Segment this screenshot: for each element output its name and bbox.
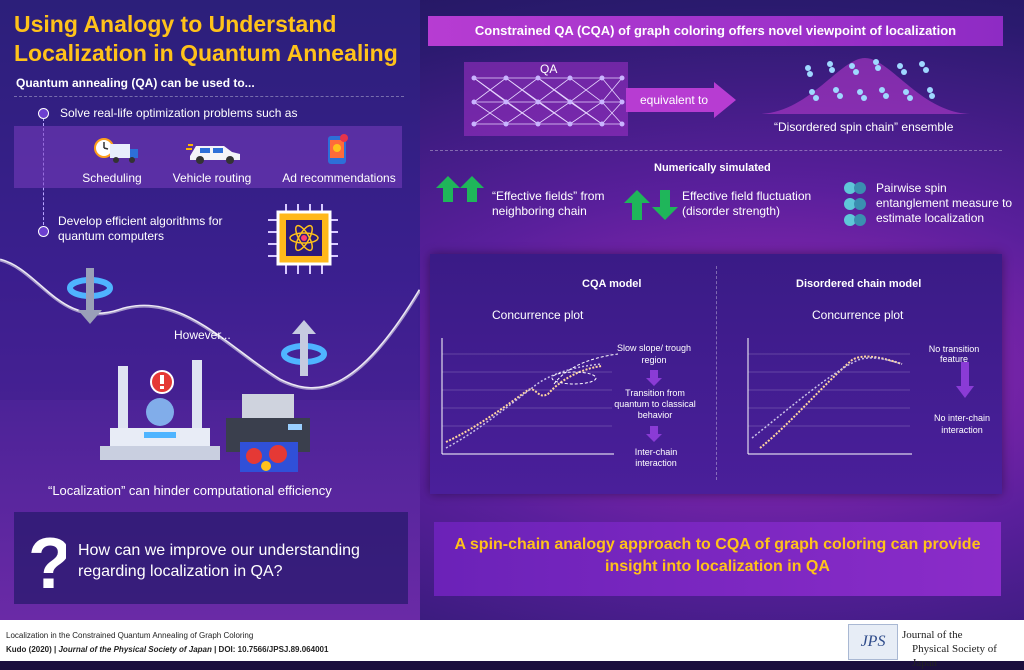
printer-icon	[226, 394, 310, 472]
intro-text: Quantum annealing (QA) can be used to...	[16, 76, 255, 90]
car-icon	[186, 144, 240, 164]
cqa-title: CQA model	[582, 278, 642, 290]
footer-journal: Journal of the Physical Society of Japan	[58, 645, 212, 654]
main-title: Using Analogy to Understand Localization…	[14, 11, 398, 66]
down-arrow-icon	[646, 426, 662, 442]
down-arrow-icon	[956, 362, 974, 398]
quantum-chip-icon	[268, 204, 338, 274]
svg-text:?: ?	[28, 524, 66, 594]
point1-text: Solve real-life optimization problems su…	[60, 106, 298, 120]
panel-divider	[716, 266, 717, 480]
disordered-note2: No inter-chain interaction	[933, 413, 991, 435]
question-text: How can we improve our understanding reg…	[78, 542, 360, 580]
point2-text: Develop efficient algorithms for quantum…	[58, 214, 223, 243]
footer-doi: | DOI: 10.7566/JPSJ.89.064001	[214, 645, 329, 654]
header-bar: Constrained QA (CQA) of graph coloring o…	[428, 16, 1003, 46]
qa-label: QA	[540, 62, 558, 76]
disordered-concurrence-plot	[747, 338, 912, 455]
conclusion-box: A spin-chain analogy approach to CQA of …	[434, 522, 1001, 596]
energy-landscape-curve	[0, 258, 420, 400]
feature1-text: “Effective fields” from neighboring chai…	[492, 189, 605, 218]
app-label-ad-recommendations: Ad recommendations	[282, 171, 396, 185]
cqa-concurrence-plot	[441, 338, 614, 455]
effective-fields-arrows-icon	[436, 176, 484, 202]
spin-up-icon	[281, 320, 327, 376]
however-text: However...	[174, 328, 231, 342]
spin-chain-ensemble	[760, 58, 970, 114]
truck-clock-icon	[94, 138, 138, 163]
journal-name-line1: Journal of the	[902, 629, 963, 641]
jps-logo-text: JPS	[860, 633, 886, 650]
field-fluctuation-arrows-icon	[624, 190, 678, 220]
question-mark-icon: ?	[28, 524, 66, 594]
phone-ad-icon	[328, 134, 348, 164]
bullet-icon	[38, 108, 49, 119]
equivalent-text: equivalent to	[640, 93, 709, 107]
footer-citation: Kudo (2020) | Journal of the Physical So…	[6, 645, 328, 654]
journal-name: Journal of the Physical Society of Japan	[902, 628, 1024, 670]
disordered-title: Disordered chain model	[796, 278, 922, 290]
cqa-note3: Inter-chain interaction	[634, 447, 678, 468]
cqa-note2: Transition from quantum to classical beh…	[614, 388, 696, 420]
ensemble-text: “Disordered spin chain” ensemble	[774, 120, 954, 134]
spin-pair-icon	[844, 182, 866, 226]
feature2-text: Effective field fluctuation (disorder st…	[682, 189, 812, 218]
quantum-computer-illustration	[100, 360, 220, 460]
conclusion-text: A spin-chain analogy approach to CQA of …	[454, 536, 981, 575]
app-label-vehicle-routing: Vehicle routing	[172, 171, 252, 185]
bullet-icon	[38, 226, 49, 237]
spin-down-icon	[67, 268, 113, 324]
header-text: Constrained QA (CQA) of graph coloring o…	[474, 23, 957, 38]
divider	[14, 96, 404, 97]
numerically-text: Numerically simulated	[654, 162, 771, 174]
disordered-note1: No transition feature	[928, 344, 980, 364]
footer-citation-pre: Kudo (2020) |	[6, 645, 57, 654]
disordered-plot-label: Concurrence plot	[812, 308, 904, 322]
cqa-plot-label: Concurrence plot	[492, 308, 584, 322]
feature3-text: Pairwise spin entanglement measure to es…	[876, 181, 1013, 225]
cqa-note1: Slow slope/ trough region	[616, 343, 692, 365]
down-arrow-icon	[646, 370, 662, 386]
localization-text: “Localization” can hinder computational …	[48, 483, 332, 498]
app-label-scheduling: Scheduling	[82, 171, 142, 185]
equivalent-arrow	[626, 82, 736, 118]
footer-paper-title: Localization in the Constrained Quantum …	[6, 631, 254, 640]
question-box	[14, 512, 408, 604]
qa-graph-network	[471, 75, 625, 127]
divider	[430, 150, 1002, 152]
jps-logo: JPS	[848, 624, 898, 660]
callout-arrow	[551, 353, 619, 385]
journal-name-line2: Physical Society of Japan	[912, 643, 997, 669]
